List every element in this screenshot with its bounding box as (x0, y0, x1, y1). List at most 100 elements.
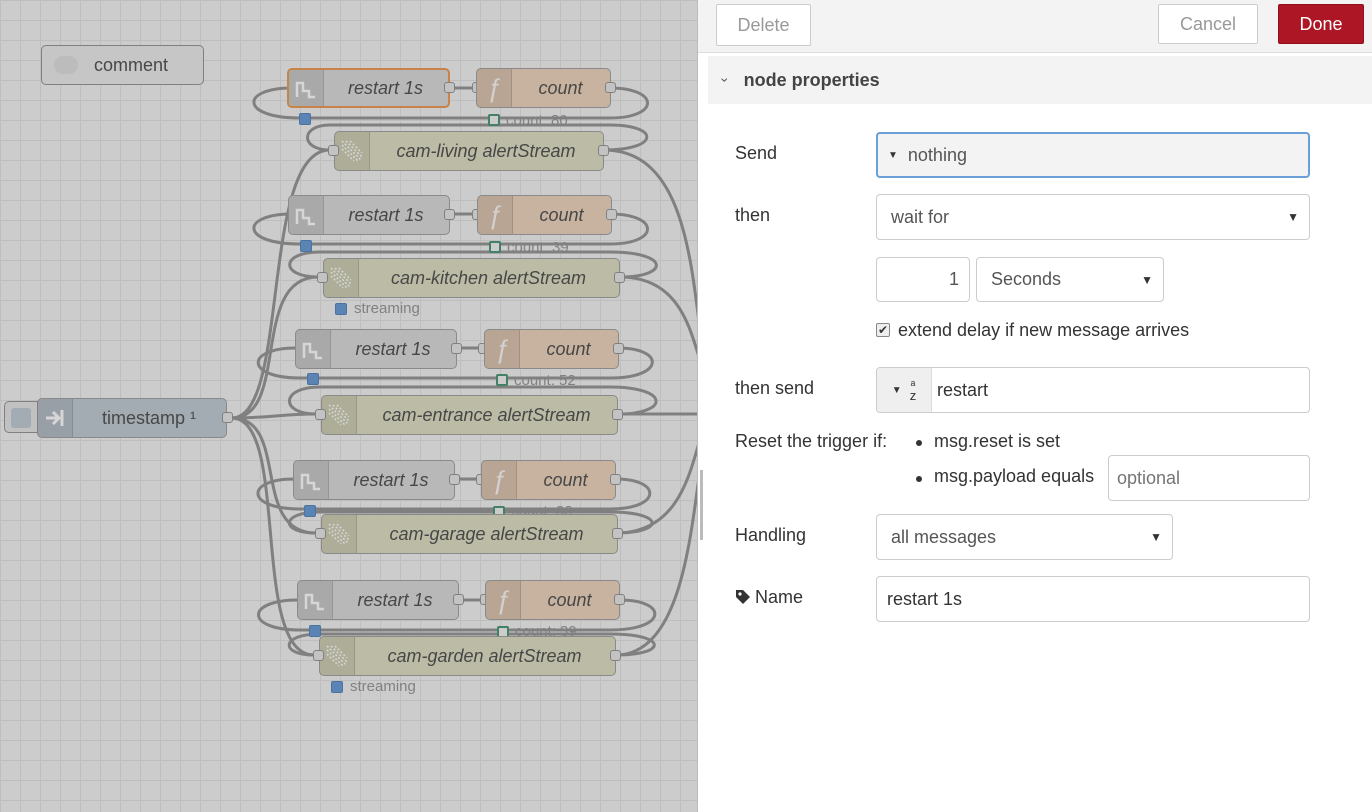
inject-label: timestamp ¹ (101, 407, 197, 428)
handling-select[interactable]: all messages ▼ (876, 514, 1173, 560)
output-port[interactable] (612, 409, 623, 420)
function-node[interactable]: ƒ count (484, 329, 619, 369)
wire (231, 275, 319, 420)
status-indicator (335, 303, 347, 315)
output-port[interactable] (605, 82, 616, 93)
trigger-label: restart 1s (355, 338, 431, 359)
camera-node[interactable]: cam-garden alertStream (319, 636, 616, 676)
extend-delay-checkbox[interactable]: ✔ (876, 323, 890, 337)
wire (252, 86, 649, 120)
output-port[interactable] (451, 343, 462, 354)
function-node[interactable]: ƒ count (481, 460, 616, 500)
trigger-node[interactable]: restart 1s (293, 460, 455, 500)
function-icon: ƒ (486, 581, 521, 619)
send-type-select[interactable]: ▼ nothing (876, 132, 1310, 178)
wire (231, 416, 315, 657)
inject-button[interactable] (4, 401, 38, 433)
then-label: then (735, 205, 771, 225)
function-icon: ƒ (482, 461, 517, 499)
function-node[interactable]: ƒ count (476, 68, 611, 108)
output-port[interactable] (612, 528, 623, 539)
wire (288, 250, 658, 279)
tag-icon (735, 589, 751, 610)
output-port[interactable] (449, 474, 460, 485)
camera-icon (322, 515, 357, 553)
trigger-icon (289, 70, 324, 106)
trigger-icon (298, 581, 333, 619)
wire (615, 480, 697, 657)
cancel-button[interactable]: Cancel (1158, 4, 1258, 44)
trigger-node[interactable]: restart 1s (297, 580, 459, 620)
output-port[interactable] (222, 412, 233, 423)
tray-resize-handle[interactable] (700, 470, 703, 540)
camera-label: cam-garden alertStream (387, 645, 582, 666)
output-port[interactable] (453, 594, 464, 605)
camera-label: cam-kitchen alertStream (390, 267, 587, 288)
status-ring-icon (496, 374, 508, 386)
comment-label: comment (94, 54, 169, 75)
wire (288, 385, 658, 416)
trigger-node[interactable]: restart 1s (295, 329, 457, 369)
function-node[interactable]: ƒ count (485, 580, 620, 620)
units-value: Seconds (991, 269, 1062, 289)
section-header-node-properties[interactable]: › node properties (708, 56, 1372, 104)
function-status: count: 52 (514, 372, 576, 389)
name-value: restart 1s (887, 588, 963, 609)
delete-button[interactable]: Delete (716, 4, 811, 46)
input-port[interactable] (313, 650, 324, 661)
duration-input[interactable]: 1 (876, 257, 970, 302)
input-port[interactable] (315, 528, 326, 539)
camera-icon (322, 396, 357, 434)
send-value: nothing (907, 144, 967, 165)
function-node[interactable]: ƒ count (477, 195, 612, 235)
status-indicator (309, 625, 321, 637)
trigger-node-selected[interactable]: restart 1s (287, 68, 450, 108)
function-label: count (547, 589, 592, 610)
comment-node[interactable]: comment (41, 45, 204, 85)
wire (231, 148, 331, 420)
flow-canvas[interactable]: comment timestamp ¹ restart 1s ƒ count c… (0, 0, 697, 812)
output-port[interactable] (610, 474, 621, 485)
output-port[interactable] (614, 594, 625, 605)
then-send-label: then send (735, 378, 815, 398)
output-port[interactable] (444, 82, 455, 93)
camera-node[interactable]: cam-living alertStream (334, 131, 604, 171)
camera-node[interactable]: cam-entrance alertStream (321, 395, 618, 435)
done-button[interactable]: Done (1278, 4, 1364, 44)
trigger-icon (294, 461, 329, 499)
wire (256, 346, 654, 380)
wire (257, 598, 657, 632)
function-label: count (538, 77, 583, 98)
wire (252, 212, 649, 246)
status-indicator (299, 113, 311, 125)
then-select[interactable]: wait for ▼ (876, 194, 1310, 240)
input-port[interactable] (328, 145, 339, 156)
output-port[interactable] (606, 209, 617, 220)
input-port[interactable] (315, 409, 326, 420)
output-port[interactable] (444, 209, 455, 220)
payload-equals-input[interactable] (1108, 455, 1310, 501)
output-port[interactable] (598, 145, 609, 156)
caret-down-icon: ▼ (1141, 272, 1153, 287)
editor-tray: Delete Cancel Done › node properties Sen… (697, 0, 1372, 812)
caret-down-icon: ▼ (1287, 210, 1299, 224)
status-indicator (304, 505, 316, 517)
camera-node[interactable]: cam-garage alertStream (321, 514, 618, 554)
camera-icon (324, 259, 359, 297)
bullet-icon (916, 440, 922, 446)
output-port[interactable] (610, 650, 621, 661)
units-select[interactable]: Seconds ▼ (976, 257, 1164, 302)
output-port[interactable] (614, 272, 625, 283)
input-port[interactable] (317, 272, 328, 283)
wire (256, 477, 652, 511)
function-status: count: 80 (506, 112, 568, 129)
inject-node[interactable]: timestamp ¹ (37, 398, 227, 438)
output-port[interactable] (613, 343, 624, 354)
wire (619, 275, 697, 356)
trigger-icon (289, 196, 324, 234)
name-input[interactable]: restart 1s (876, 576, 1310, 622)
extend-delay-label: extend delay if new message arrives (898, 320, 1190, 340)
